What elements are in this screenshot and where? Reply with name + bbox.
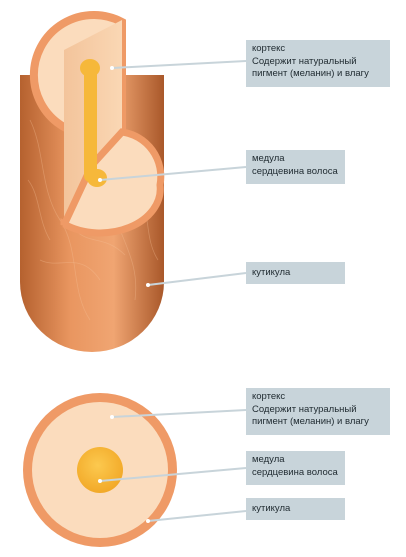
callout-title: кортекс [252,43,286,54]
hair-cross-section [23,393,247,547]
cuticle-texture [27,119,159,321]
leader-cuticle-top [147,272,247,286]
callout-text: пигмент (меланин) и влагу [252,416,369,427]
leader-dot [98,479,102,483]
medulla-strip [84,64,97,182]
callout-medulla-top: медула сердцевина волоса [246,150,345,184]
mid-cortex-face [60,128,165,237]
leader-dot [146,519,150,523]
callout-title: кутикула [252,503,291,514]
callout-text: Содержит натуральный [252,55,357,67]
callout-cortex-top: кортекс Содержит натуральный пигмент (ме… [246,40,390,87]
callout-title: медула [252,153,285,164]
medulla-mid-dot [87,169,107,187]
callout-text: пигмент (меланин) и влагу [252,68,369,79]
leader-dot [146,283,150,287]
leader-medulla-bottom [99,467,247,482]
callout-title: кутикула [252,267,291,278]
callout-cortex-bottom: кортекс Содержит натуральный пигмент (ме… [246,388,390,435]
leader-dot [98,178,102,182]
leader-dot [110,66,114,70]
leader-cuticle-bottom [147,510,247,522]
callout-cuticle-top: кутикула [246,262,345,284]
callout-medulla-bottom: медула сердцевина волоса [246,451,345,485]
callout-title: медула [252,454,285,465]
hair-shaft-3d [20,11,247,352]
medulla-disc [77,447,123,493]
leader-cortex-bottom [111,409,247,418]
leader-cortex-top [111,60,247,69]
callout-title: кортекс [252,391,286,402]
callout-text: сердцевина волоса [252,466,338,478]
callout-text: сердцевина волоса [252,165,338,177]
medulla-top-dot [80,59,100,77]
leader-dot [110,415,114,419]
callout-cuticle-bottom: кутикула [246,498,345,520]
leader-medulla-top [99,166,247,181]
callout-text: Содержит натуральный [252,403,357,415]
